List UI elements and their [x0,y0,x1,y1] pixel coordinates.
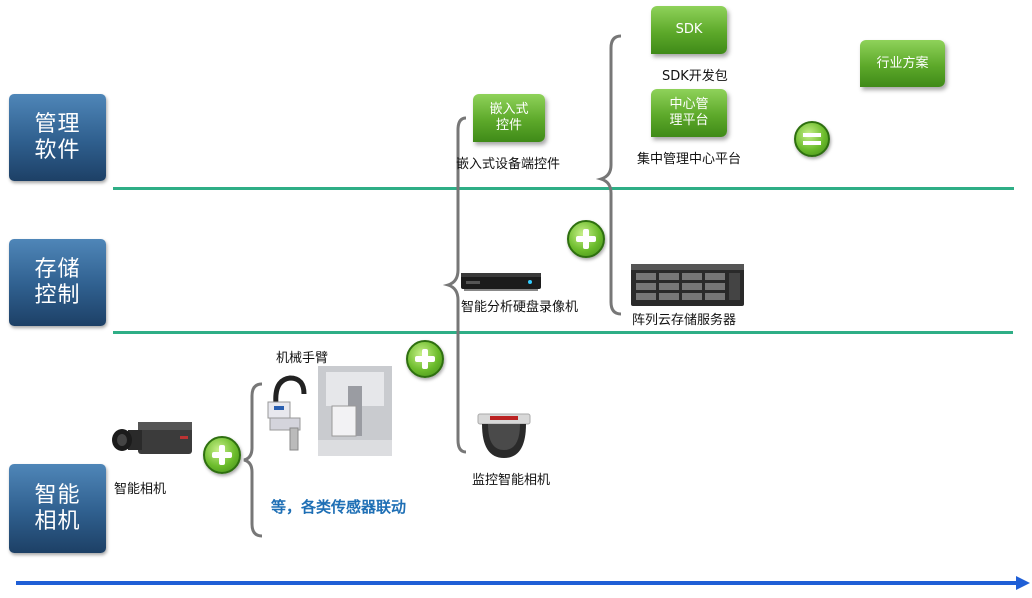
robot-arm-label: 机械手臂 [276,351,329,366]
dome-camera-icon [477,413,531,458]
storage-server-icon [631,264,744,306]
storage-server-label: 阵列云存储服务器 [632,313,737,328]
equals-icon [794,121,830,157]
plus-icon [203,436,241,474]
category-management: 管理 软件 [9,94,106,181]
monitor-camera-label: 监控智能相机 [472,473,551,488]
sdk-button-label: SDK [675,22,703,37]
central-platform-button[interactable]: 中心管 理平台 [651,89,727,137]
central-management-platform-label: 集中管理中心平台 [637,152,742,167]
smart-camera-label: 智能相机 [114,482,167,497]
embedded-device-control-label: 嵌入式设备端控件 [456,157,561,172]
industry-solution-button[interactable]: 行业方案 [860,40,945,87]
robot-arm-icon [267,375,307,451]
robot-arm-closeup-icon [318,366,392,456]
central-platform-label: 中心管 理平台 [669,97,709,128]
divider-middle [113,331,1013,334]
nvr-label: 智能分析硬盘录像机 [461,300,579,315]
sensor-linkage-note: 等，各类传感器联动 [271,498,407,516]
smart-camera-icon [112,422,192,454]
brace-middle [442,116,467,454]
category-camera-label: 智能 相机 [34,482,81,534]
plus-icon [406,340,444,378]
divider-top [113,187,1014,190]
timeline-arrow [16,576,1030,590]
industry-solution-label: 行业方案 [876,55,929,71]
sdk-package-label: SDK开发包 [662,69,728,84]
nvr-device-icon [461,273,541,291]
plus-icon [567,220,605,258]
embedded-control-button[interactable]: 嵌入式 控件 [473,94,545,142]
brace-right [595,34,622,316]
category-camera: 智能 相机 [9,464,106,553]
category-storage-label: 存储 控制 [34,256,81,308]
brace-left [243,382,263,538]
category-management-label: 管理 软件 [34,111,81,163]
sdk-button[interactable]: SDK [651,6,727,54]
category-storage: 存储 控制 [9,239,106,326]
embedded-control-label: 嵌入式 控件 [489,102,529,133]
